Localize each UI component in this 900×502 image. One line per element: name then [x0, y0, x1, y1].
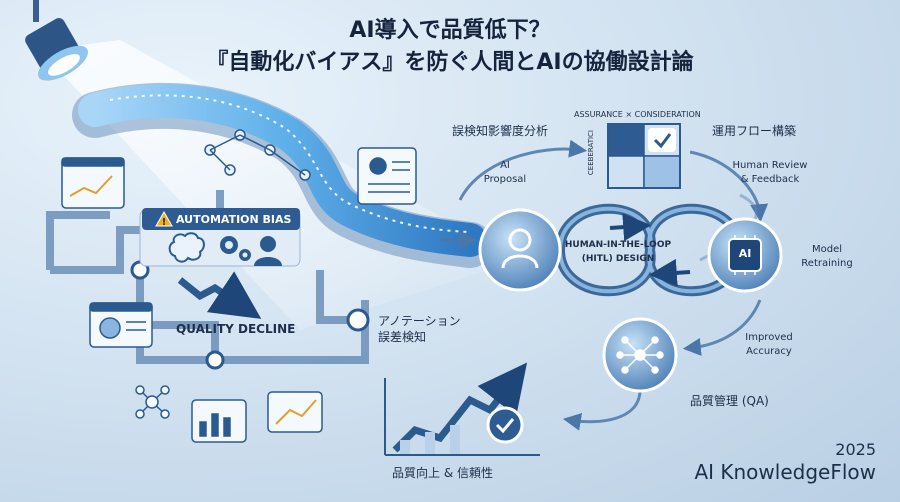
dashboard-window-bars-1: [191, 399, 247, 443]
check-box: [648, 128, 676, 152]
data-river: [78, 83, 487, 257]
cycle-arrow-improved: [682, 299, 762, 356]
gear-icon: [220, 236, 251, 261]
brand-year: 2025: [835, 440, 876, 459]
brand-name: AI KnowledgeFlow: [694, 460, 876, 484]
model-retraining-label-1: Model: [811, 244, 843, 255]
cycle-arrow-qa: [562, 389, 642, 431]
quality-trust-label: 品質向上 & 信頼性: [392, 466, 493, 480]
dashboard-window-line: [61, 157, 125, 209]
improved-accuracy-label-2: Accuracy: [746, 346, 792, 357]
human-review-label-1: Human Review: [732, 160, 808, 171]
network-icon: [135, 385, 170, 419]
warning-icon: [155, 210, 173, 227]
growth-chart: [384, 362, 540, 456]
loop-arrow-left: [648, 258, 691, 287]
person-icon: [254, 236, 282, 266]
automation-bias-badge: AUTOMATION BIAS: [176, 213, 292, 226]
warning-badge-bg: [142, 208, 300, 230]
ai-proposal-label-1: AI: [500, 160, 510, 171]
dashboard-window-pie: [89, 302, 153, 348]
check-circle-icon: [495, 418, 515, 434]
ai-chip-label: AI: [738, 247, 752, 260]
user-icon: [501, 228, 539, 269]
qa-label: 品質管理 (QA): [690, 394, 769, 408]
svg-text:!: !: [162, 217, 167, 228]
ai-proposal-label-2: Proposal: [483, 174, 527, 185]
matrix-side-label: CEEBERATICI: [587, 130, 595, 176]
hitl-label-2: (HITL) DESIGN: [581, 254, 655, 264]
dashboard-window-bars-2: [267, 391, 323, 433]
spotlight-lamp: [25, 18, 88, 81]
human-review-label-2: & Feedback: [740, 174, 800, 185]
decline-arrow: [177, 271, 262, 319]
loop-arrow-right: [609, 213, 652, 242]
model-retraining-label-2: Retraining: [801, 258, 853, 269]
page-title-line-2: 『自動化バイアス』を防ぐ人間とAIの協働設計論: [206, 50, 694, 75]
cycle-arrow-to-matrix: [458, 139, 588, 201]
dashboard-window-doc: [357, 147, 417, 205]
cycle-arrow-to-ai: [689, 150, 769, 223]
hitl-label-1: HUMAN-IN-THE-LOOP: [564, 240, 672, 250]
operation-flow-label: 運用フロー構築: [712, 124, 797, 138]
improved-accuracy-label-1: Improved: [745, 332, 793, 343]
matrix-header-label: ASSURANCE × CONSIDERATION: [574, 110, 701, 119]
cognitive-impact-label: 誤検知影響度分析: [452, 124, 549, 138]
check-icon: [653, 133, 672, 149]
page-title-line-1: AI導入で品質低下？: [349, 18, 551, 43]
annotation-label: アノテーション: [378, 314, 461, 328]
quality-check-badge: [486, 406, 524, 444]
brain-icon: [168, 232, 205, 263]
error-detection-label: 誤差検知: [378, 330, 427, 344]
pipe-valves: [130, 260, 370, 370]
quality-decline-label: QUALITY DECLINE: [176, 322, 296, 336]
network-nodes: [204, 129, 311, 181]
neural-network-icon: [616, 336, 664, 374]
